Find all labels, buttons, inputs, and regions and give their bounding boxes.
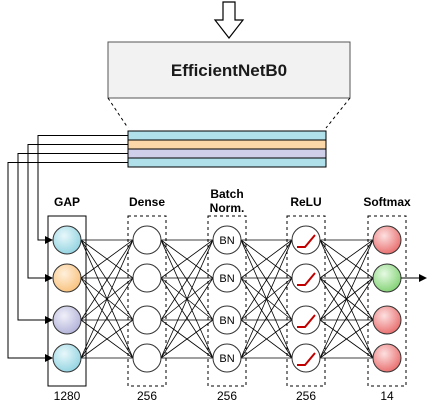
connection-edge <box>240 277 293 359</box>
batchnorm-layer-box <box>207 215 247 387</box>
batchnorm-node <box>212 263 242 293</box>
down-arrow-icon <box>213 1 245 39</box>
batchnorm-node <box>212 343 242 373</box>
gap-layer-box <box>47 215 87 387</box>
gap-node <box>52 263 82 293</box>
relu-layer-label: ReLU <box>290 195 321 209</box>
connection-edge <box>80 239 134 279</box>
dense-layer-box <box>127 215 167 387</box>
connection-edge <box>160 239 214 279</box>
batchnorm-node-label: BN <box>219 315 234 327</box>
dense-node <box>132 343 162 373</box>
relu-curve-icon <box>297 314 316 328</box>
relu-node <box>291 343 321 373</box>
connection-edge <box>80 239 134 359</box>
feature-stripe <box>127 148 327 159</box>
softmax-node-highlighted <box>372 263 402 293</box>
batchnorm-nodes: BN BN BN BN <box>212 225 242 373</box>
connector-3 <box>17 153 128 324</box>
batchnorm-node <box>212 225 242 255</box>
projection-line-right <box>325 97 351 129</box>
softmax-layer-count: 14 <box>380 389 394 403</box>
softmax-layer-box <box>367 215 407 387</box>
connection-edge <box>319 319 374 359</box>
feature-stripe <box>127 130 327 141</box>
gap-node <box>52 305 82 335</box>
gap-layer-count: 1280 <box>54 389 81 403</box>
softmax-node <box>372 225 402 255</box>
relu-node <box>291 225 321 255</box>
dense-layer-label: Dense <box>129 195 165 209</box>
connection-edge <box>319 277 374 359</box>
softmax-layer-label: Softmax <box>363 195 411 209</box>
connection-edge <box>240 239 293 321</box>
feature-map-stack <box>127 130 327 168</box>
batchnorm-node-label: BN <box>219 273 234 285</box>
batchnorm-node-label: BN <box>219 235 234 247</box>
feature-stripe <box>127 157 327 168</box>
batchnorm-layer-label-line2: Norm. <box>210 201 245 215</box>
connection-edge <box>240 319 293 359</box>
dense-node <box>132 225 162 255</box>
connection-edge <box>80 277 134 359</box>
connection-edge <box>160 239 214 359</box>
batchnorm-layer-label-line1: Batch <box>210 187 243 201</box>
connector-2 <box>27 144 128 282</box>
batchnorm-node <box>212 305 242 335</box>
connection-edge <box>80 319 134 359</box>
projection-line-left <box>107 97 129 129</box>
connection-edge <box>240 239 293 359</box>
connection-edge <box>319 239 374 321</box>
relu-nodes <box>291 225 321 373</box>
connection-edge <box>160 239 214 321</box>
relu-node <box>291 305 321 335</box>
relu-layer-count: 256 <box>296 389 316 403</box>
gap-node <box>52 343 82 373</box>
gap-nodes <box>52 225 82 373</box>
relu-curve-icon <box>297 272 316 286</box>
relu-curve-icon <box>297 234 316 248</box>
relu-layer-box <box>286 215 326 387</box>
connection-edge <box>319 239 374 359</box>
connector-4 <box>7 162 128 362</box>
connection-edge <box>80 239 134 321</box>
connection-edge <box>240 239 293 279</box>
feature-stripe <box>127 139 327 150</box>
connection-edges <box>80 239 374 359</box>
relu-curve-icon <box>297 352 316 366</box>
softmax-node <box>372 343 402 373</box>
softmax-node <box>372 305 402 335</box>
batchnorm-node-label: BN <box>219 353 234 365</box>
dense-node <box>132 263 162 293</box>
connection-edge <box>319 239 374 279</box>
dense-nodes <box>132 225 162 373</box>
connector-1 <box>37 135 128 244</box>
dense-layer-count: 256 <box>137 389 157 403</box>
batchnorm-layer-count: 256 <box>217 389 237 403</box>
connection-edge <box>160 277 214 359</box>
gap-node <box>52 225 82 255</box>
stripe-connectors <box>7 135 128 362</box>
backbone-title: EfficientNetB0 <box>171 61 287 80</box>
backbone-box <box>107 41 351 99</box>
relu-node <box>291 263 321 293</box>
gap-layer-label: GAP <box>54 195 80 209</box>
connection-edge <box>160 319 214 359</box>
softmax-nodes <box>372 225 402 373</box>
dense-node <box>132 305 162 335</box>
